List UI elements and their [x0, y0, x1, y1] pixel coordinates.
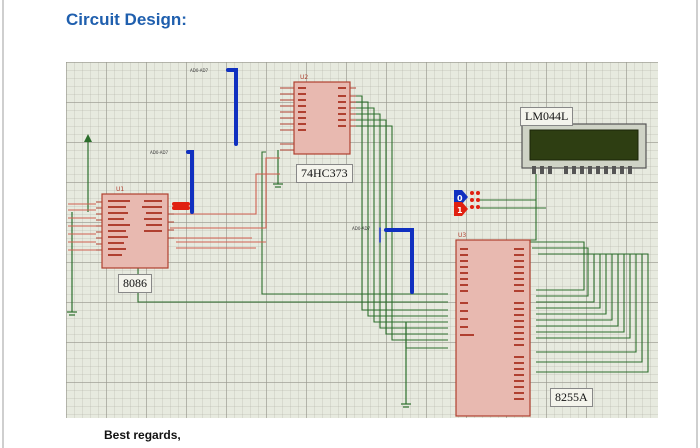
ppi-part-label: 8255A [550, 388, 593, 407]
logic-state-1: 1 [457, 206, 463, 215]
cpu-part-label: 8086 [118, 274, 152, 293]
circuit-schematic: AD0-AD7 AD0-AD7 AD0-AD7 U1 [66, 62, 658, 418]
logic-state-probes: 0 1 [454, 190, 480, 216]
red-wires [68, 157, 280, 251]
latch-74hc373-chip: U2 [280, 74, 356, 155]
cpu-ref-label: U1 [116, 186, 124, 193]
blue-buses [186, 68, 414, 294]
latch-part-label: 74HC373 [296, 164, 353, 183]
page-left-border [2, 0, 4, 448]
bus-label-mid: AD0-AD7 [150, 150, 169, 155]
page-right-border [696, 0, 698, 448]
power-symbol [84, 134, 92, 212]
bus-label-ppi: AD0-AD7 [352, 226, 371, 231]
ppi-ref-label: U3 [458, 232, 466, 239]
signoff-text: Best regards, [104, 428, 181, 442]
logic-state-0: 0 [457, 194, 463, 203]
section-heading: Circuit Design: [66, 10, 187, 29]
schematic-drawing: AD0-AD7 AD0-AD7 AD0-AD7 U1 [67, 68, 649, 417]
bus-label-top: AD0-AD7 [190, 68, 209, 73]
latch-ref-label: U2 [300, 74, 308, 81]
lcd-part-label: LM044L [520, 107, 574, 126]
ppi-8255a-chip: U3 [455, 232, 531, 417]
cpu-8086-chip: U1 [96, 186, 174, 269]
lcd-lm044l-module [521, 123, 647, 174]
red-bus [172, 202, 190, 210]
green-wires [137, 95, 649, 373]
